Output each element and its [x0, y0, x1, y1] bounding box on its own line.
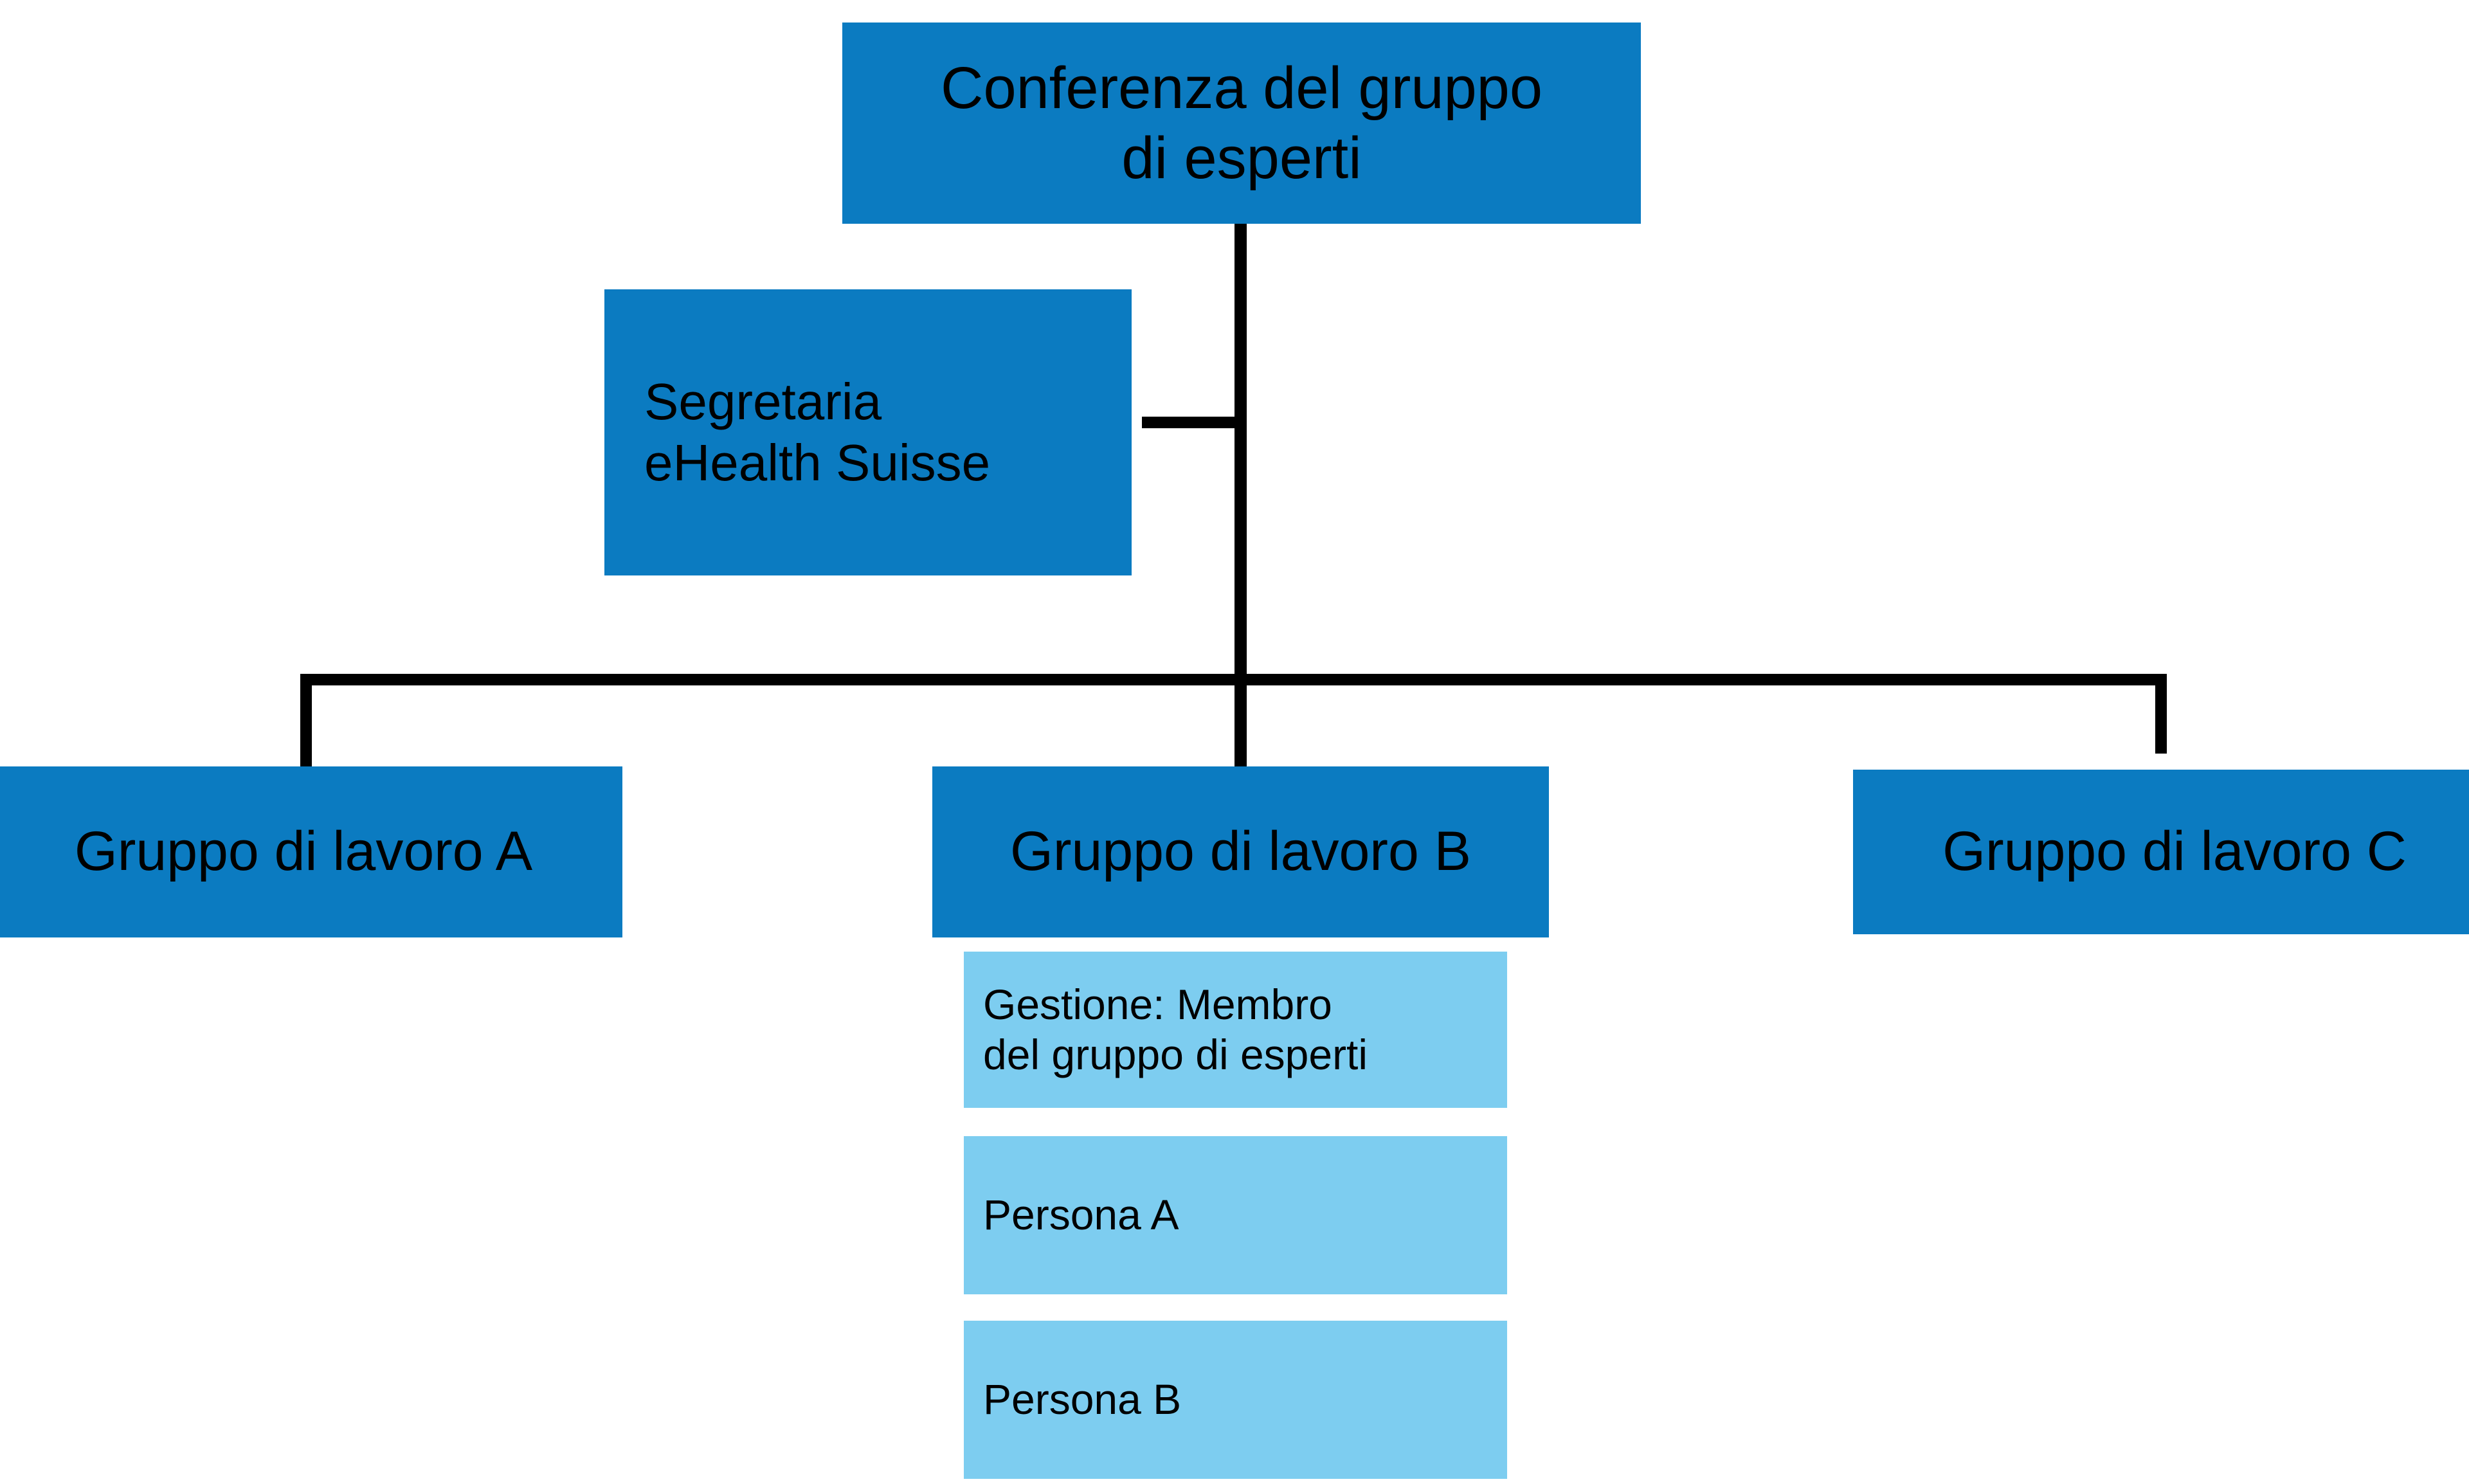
node-working-group-a[interactable]: Gruppo di lavoro A	[0, 766, 622, 937]
connector-secretariat-link	[1142, 417, 1240, 428]
node-member-person-b[interactable]: Persona B	[964, 1321, 1507, 1479]
node-working-group-b[interactable]: Gruppo di lavoro B	[932, 766, 1549, 937]
node-member-lead[interactable]: Gestione: Membro del gruppo di esperti	[964, 952, 1507, 1108]
connector-trunk-vertical	[1234, 224, 1247, 766]
connector-branch-drop-left	[300, 674, 312, 766]
node-conference[interactable]: Conferenza del gruppo di esperti	[842, 23, 1641, 224]
connector-branch-drop-right	[2155, 674, 2167, 754]
node-secretariat[interactable]: Segretaria eHealth Suisse	[604, 289, 1132, 575]
node-member-person-a[interactable]: Persona A	[964, 1136, 1507, 1294]
connector-branch-horizontal	[300, 674, 2167, 685]
node-working-group-c[interactable]: Gruppo di lavoro C	[1853, 770, 2469, 934]
